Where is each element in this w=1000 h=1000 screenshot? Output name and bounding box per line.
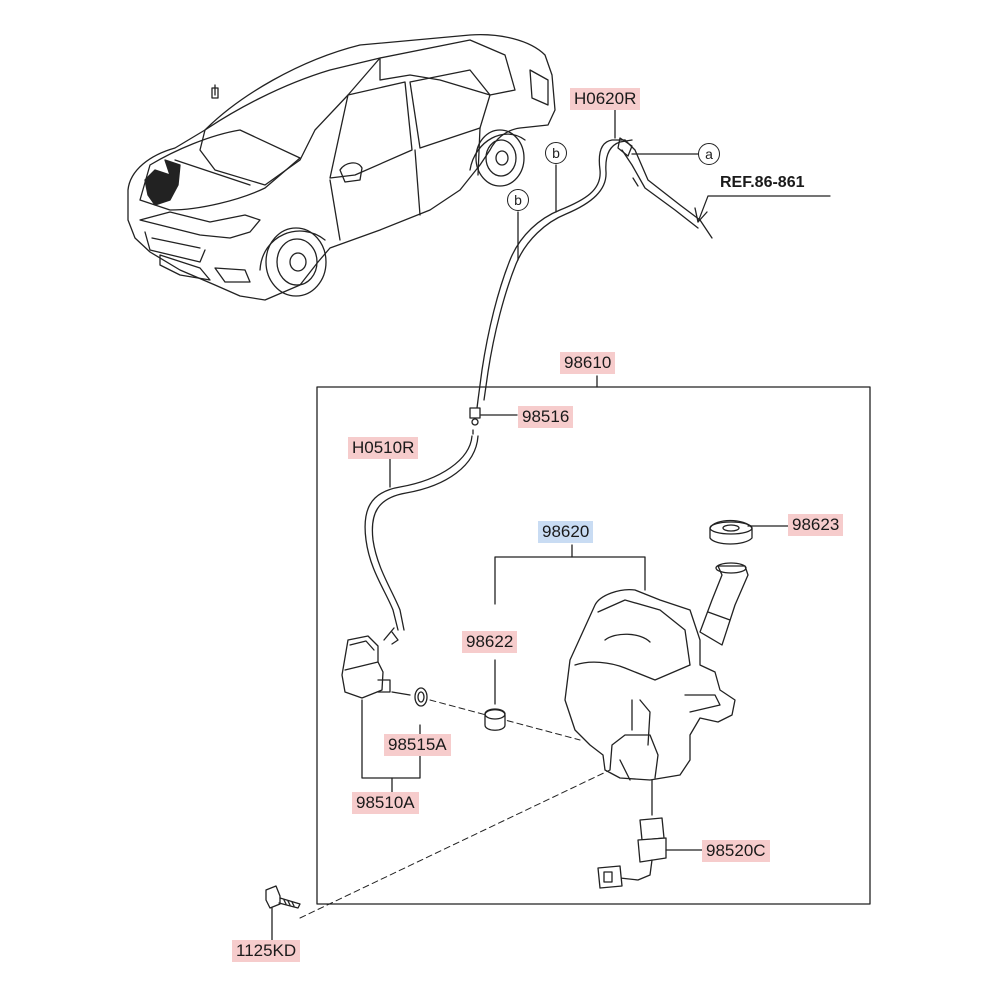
part-label-98516: 98516 <box>518 406 574 428</box>
marker-b-lower: b <box>507 189 529 211</box>
grommet-98515a <box>391 687 428 707</box>
part-label-98510a: 98510A <box>352 792 419 814</box>
washer-reservoir-98620 <box>564 562 749 781</box>
bolt-1125kd <box>265 769 611 941</box>
part-label-h0510r: H0510R <box>348 437 419 459</box>
lower-washer-hose <box>364 435 479 631</box>
grommet-98622 <box>484 659 506 731</box>
part-label-98623: 98623 <box>788 514 844 536</box>
part-label-98620: 98620 <box>538 521 594 543</box>
part-label-98610: 98610 <box>560 352 616 374</box>
part-label-1125kd: 1125KD <box>232 940 301 962</box>
washer-pump-98510a <box>341 627 421 793</box>
connector-98516 <box>469 407 518 435</box>
level-sensor-98520c <box>597 779 704 889</box>
marker-b-upper: b <box>545 142 567 164</box>
car-illustration <box>127 34 556 301</box>
assembly-frame-98610 <box>316 386 871 905</box>
filler-cap-98623 <box>709 519 791 545</box>
marker-a: a <box>698 143 720 165</box>
upper-washer-hose <box>476 109 831 409</box>
reference-label-86-861: REF.86-861 <box>720 174 805 191</box>
part-label-98520c: 98520C <box>702 840 770 862</box>
part-label-98515a: 98515A <box>384 734 451 756</box>
part-label-h0620r: H0620R <box>570 88 641 110</box>
part-label-98622: 98622 <box>462 631 518 653</box>
